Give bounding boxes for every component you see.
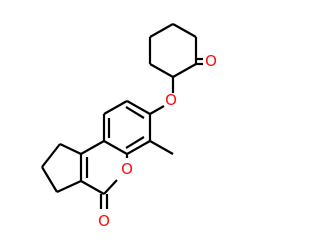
bond <box>126 100 151 115</box>
bond <box>80 140 105 155</box>
methyl-group <box>149 140 174 155</box>
bond <box>103 179 118 195</box>
bond <box>80 180 105 195</box>
cyclohexanone-ring <box>148 23 198 78</box>
ketone-carbonyl <box>196 57 203 66</box>
bond <box>149 140 174 155</box>
pyranone-ring <box>79 140 129 195</box>
bond <box>103 100 128 115</box>
molecule-drawing: O O O O <box>41 23 217 230</box>
bond <box>59 143 82 155</box>
ketone-oxygen-label: O <box>205 52 217 70</box>
ring-oxygen-label: O <box>121 160 133 178</box>
benzene-ring <box>102 100 152 155</box>
cyclopentene-ring <box>41 143 82 193</box>
structure-canvas: O O O O <box>41 23 217 230</box>
bond <box>56 180 82 193</box>
bond <box>172 63 197 78</box>
bond <box>126 140 151 155</box>
bond <box>103 140 128 155</box>
lactone-carbonyl <box>99 194 109 209</box>
bond <box>125 106 145 119</box>
bond <box>149 23 174 38</box>
bond <box>41 166 58 193</box>
bond <box>125 136 145 149</box>
ether-linkage <box>149 77 175 115</box>
lactone-oxygen-label: O <box>98 212 110 230</box>
bond <box>149 63 174 78</box>
bond <box>172 23 197 38</box>
bond <box>149 105 165 115</box>
bond <box>41 143 61 168</box>
ether-oxygen-label: O <box>165 91 177 109</box>
